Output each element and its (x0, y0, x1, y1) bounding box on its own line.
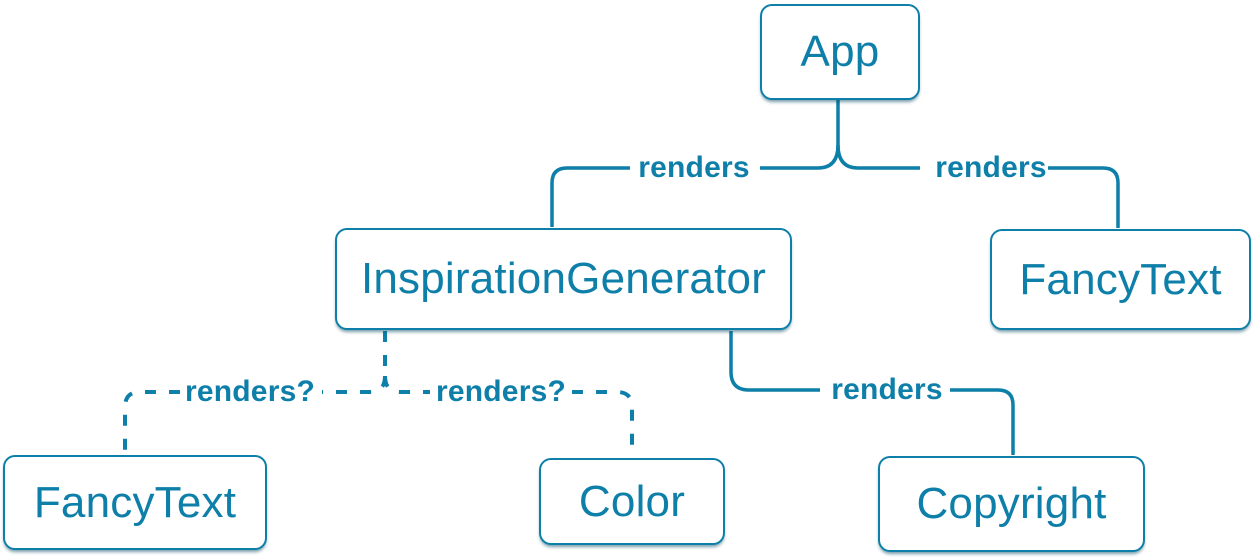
edge-inspirationgenerator-color-left (383, 375, 430, 394)
edge-app-inspirationgenerator-right (550, 166, 630, 227)
node-app: App (760, 4, 920, 100)
node-copyright-label: Copyright (916, 479, 1107, 528)
edge-label-inspirationgenerator-renders-fancytext: renders? (185, 375, 315, 408)
edge-label-app-renders-inspirationgenerator: renders (638, 151, 750, 184)
edge-inspirationgenerator-copyright-right (950, 388, 1015, 455)
edge-label-inspirationgenerator-renders-copyright: renders (831, 373, 943, 406)
node-inspiration-generator-label: InspirationGenerator (360, 254, 767, 303)
node-app-label: App (800, 27, 880, 76)
node-color-label: Color (578, 476, 686, 526)
edge-app-inspirationgenerator-left (760, 144, 840, 170)
node-inspiration-generator: InspirationGenerator (335, 228, 792, 330)
edge-inspirationgenerator-fancytext-left (322, 375, 387, 394)
node-copyright: Copyright (878, 456, 1145, 552)
edge-label-app-renders-fancytext: renders (935, 151, 1047, 184)
edge-inspirationgenerator-color-right (572, 390, 634, 457)
node-color: Color (539, 458, 725, 545)
node-fancy-text-top: FancyText (990, 229, 1251, 330)
edge-inspirationgenerator-copyright-left (729, 331, 820, 392)
edge-app-fancytext-left (836, 144, 920, 170)
edge-label-inspirationgenerator-renders-color: renders? (436, 375, 566, 408)
node-fancy-text-top-label: FancyText (1019, 254, 1222, 304)
node-fancy-text-bottom-label: FancyText (33, 477, 237, 527)
node-fancy-text-bottom: FancyText (3, 455, 267, 550)
edge-inspirationgenerator-fancytext-right (123, 390, 180, 454)
edge-app-fancytext-right (1048, 166, 1120, 228)
